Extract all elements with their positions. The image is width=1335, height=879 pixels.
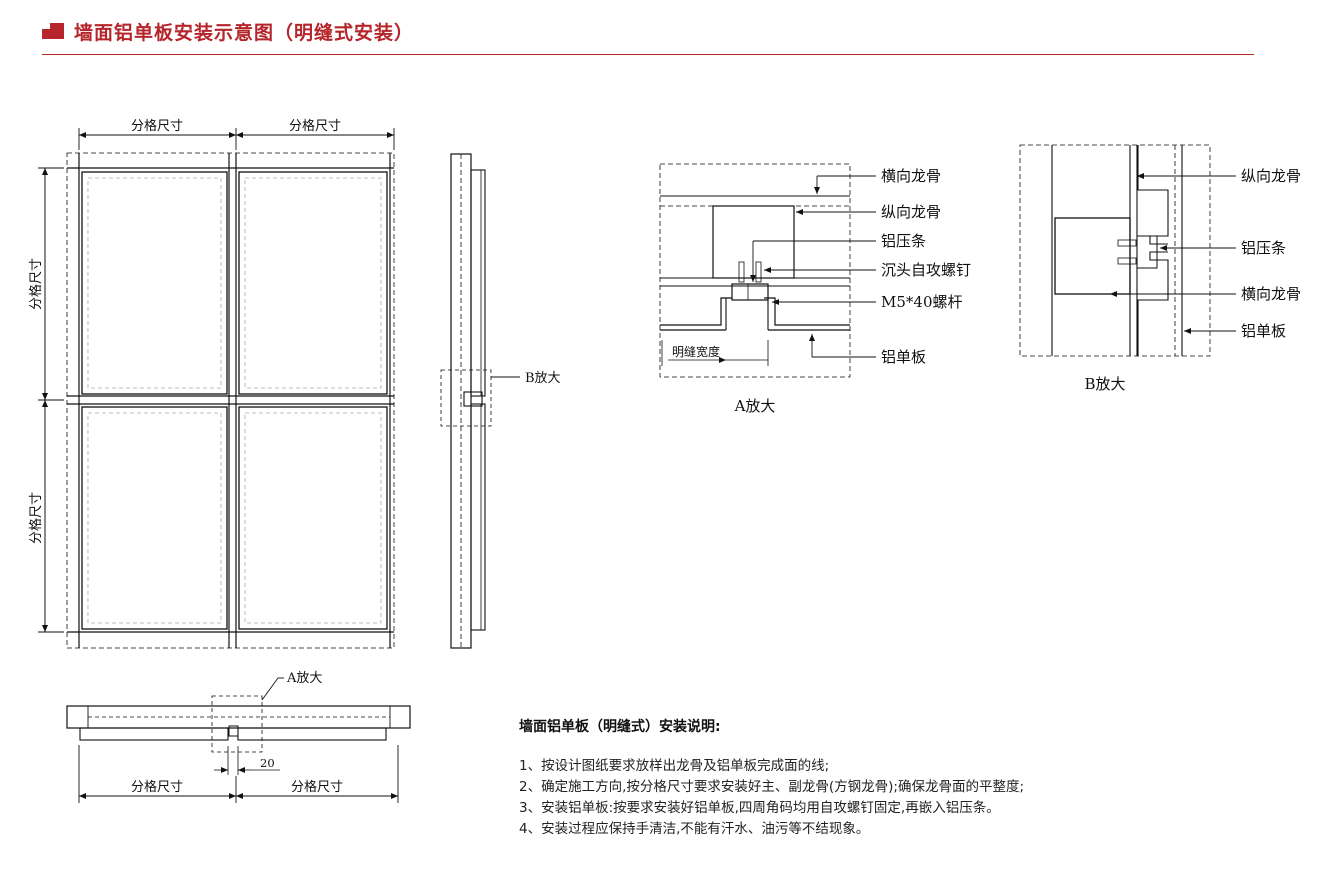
dim-label-bottom-right: 分格尺寸 [291, 779, 343, 795]
left-dimension [38, 167, 64, 633]
dim-label-left-top: 分格尺寸 [28, 258, 44, 310]
detail-b-caption: B放大 [1084, 375, 1125, 393]
b-label-horizontal-keel: 横向龙骨 [1241, 285, 1301, 303]
top-dimension [78, 128, 395, 150]
notes-item-3: 3、安装铝单板:按要求安装好铝单板,四周角码均用自攻螺钉固定,再嵌入铝压条。 [519, 800, 1000, 816]
side-section [440, 153, 520, 649]
gap-dimension-value: 20 [260, 756, 275, 770]
dim-label-left-bottom: 分格尺寸 [28, 492, 44, 544]
installation-notes: 墙面铝单板（明缝式）安装说明: 1、按设计图纸要求放样出龙骨及铝单板完成面的线;… [519, 716, 1279, 840]
a-label-horizontal-keel: 横向龙骨 [881, 167, 941, 185]
a-label-countersunk-screw: 沉头自攻螺钉 [881, 261, 971, 279]
b-label-vertical-keel: 纵向龙骨 [1241, 167, 1301, 185]
a-label-gap-width: 明缝宽度 [672, 344, 720, 359]
a-label-vertical-keel: 纵向龙骨 [881, 203, 941, 221]
dim-label-top-right: 分格尺寸 [289, 118, 341, 134]
notes-item-4: 4、安装过程应保持手清洁,不能有汗水、油污等不结现象。 [519, 821, 870, 837]
b-zoom-marker-label: B放大 [525, 371, 561, 386]
page-header: 墙面铝单板安装示意图（明缝式安装） [42, 18, 414, 44]
notes-item-1: 1、按设计图纸要求放样出龙骨及铝单板完成面的线; [519, 758, 830, 774]
a-label-bolt: M5*40螺杆 [881, 293, 963, 311]
b-label-panel: 铝单板 [1241, 322, 1286, 340]
dim-label-top-left: 分格尺寸 [131, 118, 183, 134]
a-label-press-strip: 铝压条 [881, 232, 926, 250]
b-label-press-strip: 铝压条 [1241, 239, 1286, 257]
front-elevation [66, 152, 395, 649]
a-label-panel: 铝单板 [881, 348, 926, 366]
notes-title: 墙面铝单板（明缝式）安装说明: [519, 719, 721, 735]
detail-b [1019, 144, 1236, 357]
dim-label-bottom-left: 分格尺寸 [131, 779, 183, 795]
detail-a-caption: A放大 [734, 397, 776, 415]
a-zoom-marker-label: A放大 [286, 671, 322, 686]
header-divider [42, 54, 1254, 55]
page-title: 墙面铝单板安装示意图（明缝式安装） [74, 21, 415, 44]
square-block-icon [42, 23, 64, 39]
bottom-plan [66, 677, 411, 803]
detail-a [659, 163, 876, 378]
notes-item-2: 2、确定施工方向,按分格尺寸要求安装好主、副龙骨(方钢龙骨);确保龙骨面的平整度… [519, 779, 1025, 795]
